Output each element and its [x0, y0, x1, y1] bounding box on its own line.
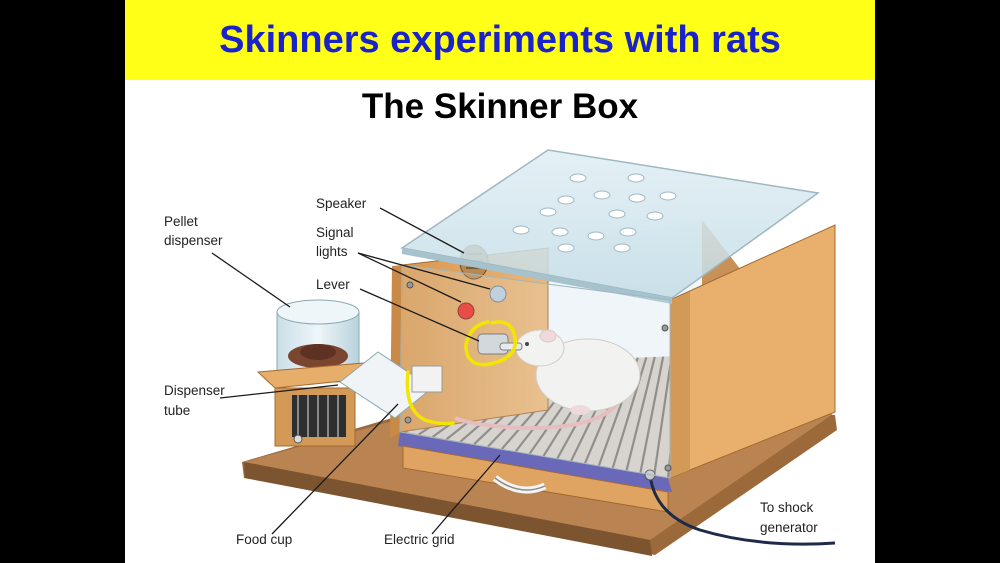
signal-light-red	[457, 302, 475, 320]
air-hole	[557, 195, 575, 205]
lever-highlight-circle	[464, 320, 518, 367]
air-hole	[627, 173, 645, 183]
title-band: Skinners experiments with rats	[125, 0, 875, 80]
air-hole	[659, 191, 677, 201]
grid-rod	[611, 356, 648, 469]
air-hole	[613, 243, 631, 253]
signal-light-blue	[489, 285, 507, 303]
signal-lights-label-line1: Signal	[316, 225, 354, 240]
grid-rod	[639, 356, 665, 474]
speaker-label: Speaker	[316, 196, 367, 211]
shock-generator-label-line1: To shock	[760, 500, 814, 515]
dispenser-tube-label-line2: tube	[164, 403, 190, 418]
rat	[454, 329, 641, 431]
pellet-dispenser-label-line1: Pellet	[164, 214, 198, 229]
highlight-annotations	[405, 320, 518, 426]
air-hole	[646, 211, 664, 221]
lever-label: Lever	[316, 277, 350, 292]
leader-lines	[211, 207, 501, 535]
food-cup-highlight-arc	[405, 370, 455, 426]
air-hole	[593, 190, 611, 200]
shock-cable	[648, 474, 836, 546]
shock-generator-label-line2: generator	[760, 520, 818, 535]
signal-lights-label-line2: lights	[316, 244, 348, 259]
pellet-dispenser-label-line2: dispenser	[164, 233, 223, 248]
right-wall	[669, 224, 836, 479]
pellet-dispenser	[256, 299, 394, 447]
air-hole	[608, 209, 626, 219]
air-hole	[569, 173, 587, 183]
air-hole	[551, 227, 569, 237]
slide-title: Skinners experiments with rats	[219, 19, 781, 61]
food-cup	[411, 365, 443, 393]
dispenser-tube-label-line1: Dispenser	[164, 383, 225, 398]
air-hole	[539, 207, 557, 217]
glass-lid	[400, 149, 820, 304]
air-hole	[587, 231, 605, 241]
grid-rod	[625, 356, 656, 472]
grid-rod	[653, 356, 673, 476]
electric-grid-label: Electric grid	[384, 532, 455, 547]
air-hole	[619, 227, 637, 237]
slide-subtitle: The Skinner Box	[361, 87, 639, 126]
part-labels: Pellet dispenser Speaker Signal lights Lev…	[164, 196, 818, 547]
air-hole	[557, 243, 575, 253]
air-hole	[512, 225, 530, 235]
food-cup-label: Food cup	[236, 532, 292, 547]
air-hole	[628, 193, 646, 203]
